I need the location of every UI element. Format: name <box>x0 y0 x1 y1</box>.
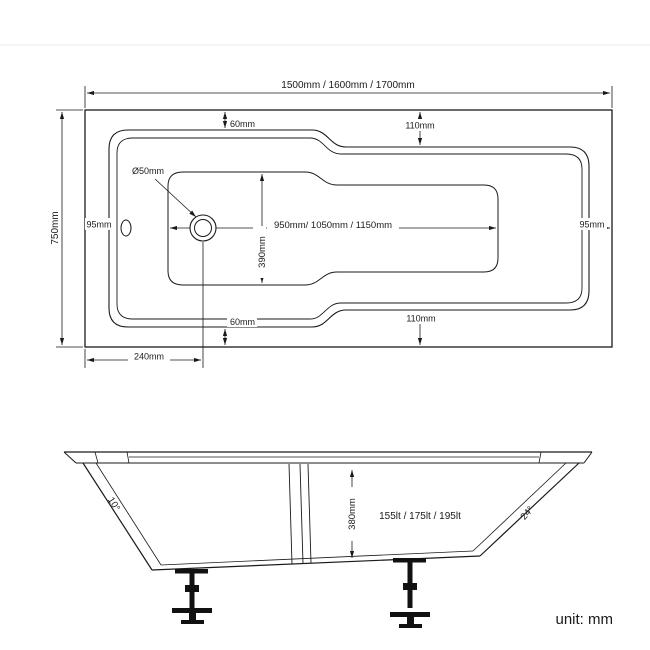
overflow-outlet <box>120 219 132 237</box>
label-height: 380mm <box>347 498 358 530</box>
plan-inner-rim-contour-inner <box>116 137 583 320</box>
label-capacity: 155lt / 175lt / 195lt <box>379 511 461 522</box>
label-bg <box>400 119 440 131</box>
drain-inner-circle <box>194 219 212 237</box>
label-drain-diameter: Ø50mm <box>132 166 164 176</box>
foot-base-flange <box>399 624 422 628</box>
unit-label: unit: mm <box>555 611 613 628</box>
label-left-rim: 95mm <box>86 220 111 230</box>
label-bottom-right-inset: 110mm <box>406 314 435 324</box>
label-bottom-left-inset: 60mm <box>230 317 255 327</box>
label-overall-width-group: 750mm <box>50 211 61 244</box>
label-bg <box>401 312 441 324</box>
label-drain-offset: 240mm <box>134 352 164 362</box>
label-right-angle: 24° <box>519 504 537 522</box>
label-interior-width: 390mm <box>257 236 268 268</box>
label-bg <box>253 226 266 278</box>
label-interior-width-group: 390mm <box>253 226 268 278</box>
label-top-left-inset: 60mm <box>230 119 255 129</box>
right-adjustable-foot <box>390 558 430 628</box>
left-adjustable-foot <box>172 569 212 624</box>
foot-base-bar <box>172 608 212 613</box>
label-height-group: 380mm <box>343 487 358 541</box>
foot-base-bar <box>390 612 430 617</box>
plan-view-labels: 1500mm / 1600mm / 1700mm 750mm 60mm 110m… <box>50 80 607 362</box>
side-view-labels: 10° 380mm 155lt / 175lt / 195lt 24° <box>105 487 536 541</box>
foot-bracket <box>175 569 208 574</box>
side-right-wall-outer <box>479 462 580 557</box>
drain-leader-line <box>154 178 197 218</box>
label-bg <box>128 350 170 362</box>
label-top-right-inset: 110mm <box>405 121 434 131</box>
label-left-angle: 10° <box>105 495 122 513</box>
label-bg <box>578 218 607 230</box>
side-left-wall-inner <box>95 462 162 566</box>
foot-base-flange <box>181 620 204 624</box>
side-rim-corner-ticks <box>94 451 542 464</box>
label-overall-width: 750mm <box>50 211 61 244</box>
plan-inner-rim-contour-outer <box>108 129 590 328</box>
label-overall-length: 1500mm / 1600mm / 1700mm <box>281 80 414 91</box>
side-right-wall-inner <box>472 462 567 552</box>
label-bg <box>267 218 399 231</box>
foot-bracket <box>393 558 426 563</box>
label-bg <box>343 487 356 541</box>
side-rim-end-caps <box>63 451 593 464</box>
side-left-wall-outer <box>82 462 153 571</box>
plan-extension-lines <box>56 86 613 368</box>
foot-base-stem <box>189 613 196 620</box>
foot-adjuster-nut <box>403 583 417 590</box>
label-bg <box>227 316 257 327</box>
plan-floor-contour <box>167 171 499 286</box>
side-step-edge-lines <box>288 463 312 565</box>
label-left-angle-group: 10° <box>105 495 122 513</box>
label-interior-length: 950mm/ 1050mm / 1150mm <box>274 220 392 231</box>
foot-base-stem <box>407 617 414 624</box>
side-view <box>63 451 593 571</box>
label-right-rim: 95mm <box>579 220 604 230</box>
foot-adjuster-nut <box>185 585 199 592</box>
label-bg <box>227 118 257 129</box>
side-bottom-inner <box>160 550 474 566</box>
label-right-angle-group: 24° <box>519 504 537 522</box>
label-bg <box>85 218 114 230</box>
